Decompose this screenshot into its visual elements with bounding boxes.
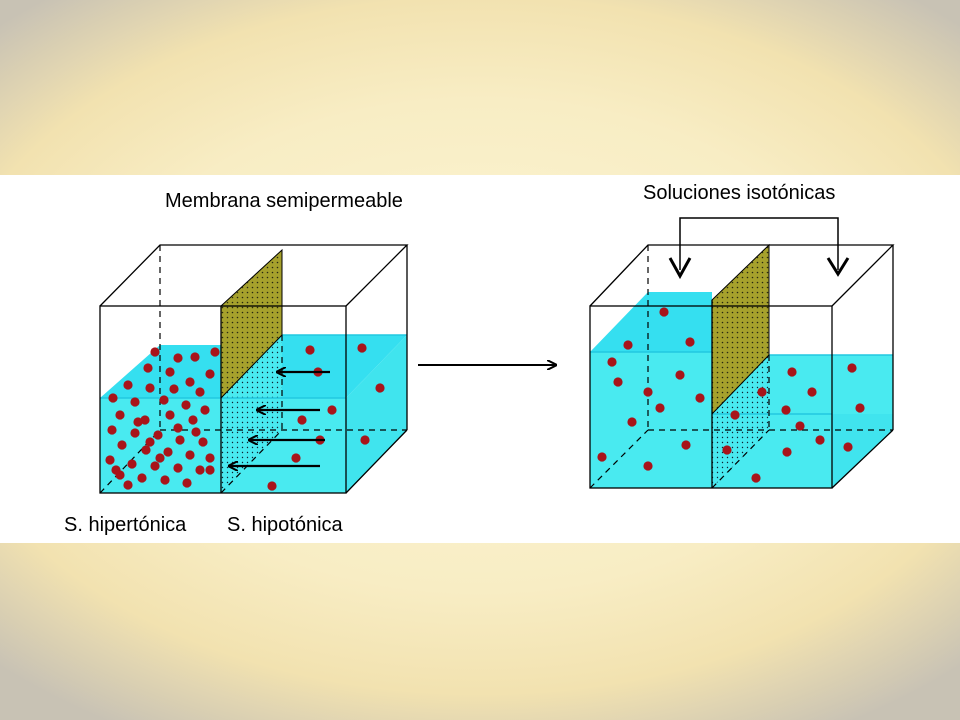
solute-particle	[681, 440, 691, 450]
solute-particle	[185, 377, 195, 387]
solute-particle	[173, 463, 183, 473]
solute-particle	[165, 410, 175, 420]
water-dotted-zone	[221, 335, 282, 493]
solute-particle	[597, 452, 607, 462]
solute-particle	[159, 395, 169, 405]
container-before	[99, 244, 409, 494]
solute-particle	[108, 393, 118, 403]
solute-particle	[111, 465, 121, 475]
solute-particle	[181, 400, 191, 410]
water-after-upper	[769, 355, 893, 414]
solute-particle	[133, 417, 143, 427]
solute-particle	[751, 473, 761, 483]
label-hypertonic: S. hipertónica	[64, 514, 187, 536]
solute-particle	[141, 445, 151, 455]
container-after	[589, 217, 895, 489]
solute-particle	[137, 473, 147, 483]
solute-particle	[130, 428, 140, 438]
solute-particle	[130, 397, 140, 407]
label-membrane: Membrana semipermeable	[165, 190, 403, 212]
solute-particle	[182, 478, 192, 488]
solute-particle	[115, 410, 125, 420]
solute-particle	[185, 450, 195, 460]
solute-particle	[357, 343, 367, 353]
solute-particle	[191, 427, 201, 437]
solute-particle	[195, 465, 205, 475]
solute-particle	[198, 437, 208, 447]
solute-particle	[327, 405, 337, 415]
solute-particles-after	[597, 307, 865, 483]
solute-particle	[105, 455, 115, 465]
solute-particle	[107, 425, 117, 435]
solute-particle	[855, 403, 865, 413]
solute-particle	[150, 461, 160, 471]
solute-particle	[623, 340, 633, 350]
solute-particle	[643, 387, 653, 397]
solute-particle	[267, 481, 277, 491]
solute-particle	[795, 421, 805, 431]
solute-particle	[375, 383, 385, 393]
solute-particle	[695, 393, 705, 403]
solute-particle	[117, 440, 127, 450]
solute-particle	[659, 307, 669, 317]
solute-particle	[163, 447, 173, 457]
solute-particle	[782, 447, 792, 457]
solute-particle	[140, 415, 150, 425]
solute-particle	[127, 459, 137, 469]
water-after-dotted-zone	[712, 355, 769, 488]
water-flow-arrows	[230, 372, 330, 466]
solute-particle	[722, 445, 732, 455]
solute-particle	[143, 363, 153, 373]
solute-particle	[160, 475, 170, 485]
solute-particles-before	[105, 343, 385, 491]
solute-particle	[153, 430, 163, 440]
solute-particle	[291, 453, 301, 463]
solute-particle	[613, 377, 623, 387]
solute-particle	[655, 403, 665, 413]
solute-particle	[781, 405, 791, 415]
solute-particle	[360, 435, 370, 445]
water-right-side	[346, 335, 407, 493]
solute-particle	[297, 415, 307, 425]
solute-particle	[730, 410, 740, 420]
solute-particle	[173, 353, 183, 363]
solute-particle	[787, 367, 797, 377]
solute-particle	[165, 367, 175, 377]
solute-particle	[123, 480, 133, 490]
solute-particle	[757, 387, 767, 397]
solute-particle	[643, 461, 653, 471]
solute-particle	[169, 384, 179, 394]
solute-particle	[843, 442, 853, 452]
solute-particle	[607, 357, 617, 367]
solute-particle	[200, 405, 210, 415]
solute-particle	[175, 435, 185, 445]
solute-particle	[305, 345, 315, 355]
solute-particle	[685, 337, 695, 347]
solute-particle	[210, 347, 220, 357]
label-hypotonic: S. hipotónica	[227, 514, 344, 536]
solute-particle	[847, 363, 857, 373]
solute-particle	[205, 465, 215, 475]
water-after-left-top	[590, 292, 712, 352]
solute-particle	[173, 423, 183, 433]
solute-particle	[150, 347, 160, 357]
solute-particle	[205, 369, 215, 379]
solute-particle	[145, 437, 155, 447]
solute-particle	[145, 383, 155, 393]
solute-particle	[123, 380, 133, 390]
solute-particle	[190, 352, 200, 362]
isotonic-pointer	[668, 217, 850, 280]
solute-particle	[205, 453, 215, 463]
solute-particle	[155, 453, 165, 463]
solute-particle	[807, 387, 817, 397]
solute-particle	[195, 387, 205, 397]
solute-particle	[188, 415, 198, 425]
solute-particle	[675, 370, 685, 380]
solute-particle	[815, 435, 825, 445]
solute-particle	[627, 417, 637, 427]
label-isotonic: Soluciones isotónicas	[643, 182, 835, 204]
